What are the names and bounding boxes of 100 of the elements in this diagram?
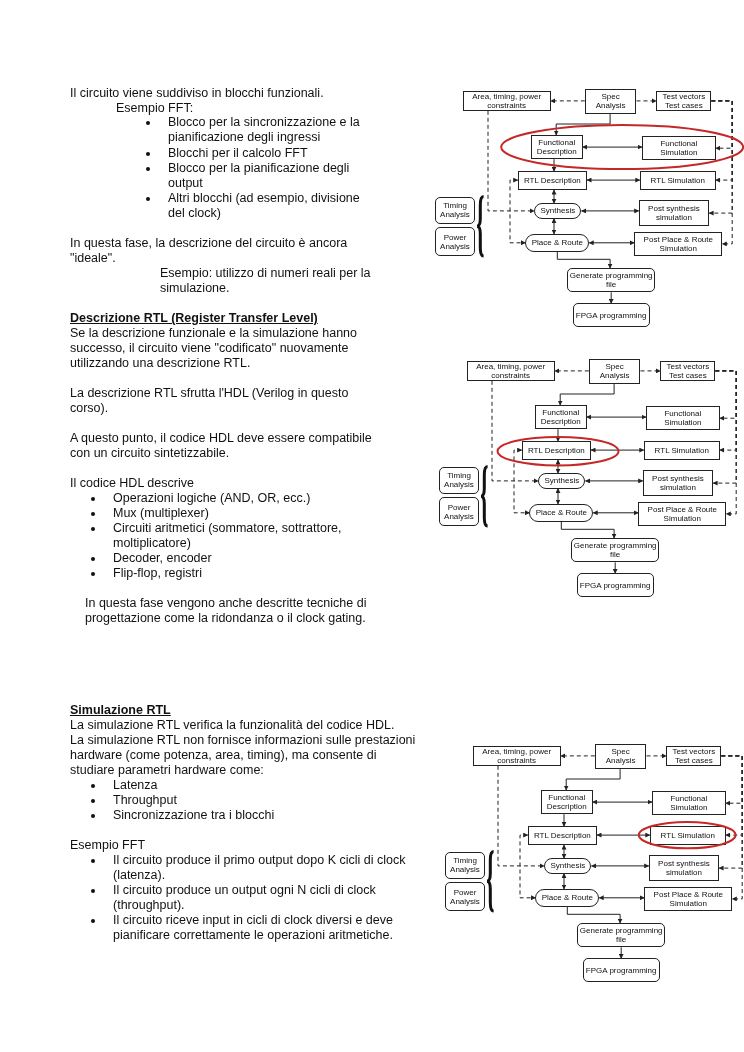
list-item: Il circuito riceve input in cicli di clock diversi e deve pianificare correttamente le operazioni aritmetiche.: [113, 913, 394, 943]
arrow: [560, 521, 617, 539]
arrow: [513, 447, 530, 516]
arrow: [598, 895, 645, 901]
arrow: [592, 799, 653, 805]
arrow: [720, 755, 743, 902]
arrow: [586, 177, 641, 183]
arrow: [585, 478, 644, 484]
arrow: [561, 873, 567, 890]
paragraph: Esempio FFT:: [116, 101, 195, 116]
arrow: [519, 832, 536, 901]
process-box: Functional Description: [534, 405, 587, 430]
arrow: [640, 368, 661, 374]
process-box: Post Place & Route Simulation: [644, 886, 733, 911]
process-box: Post synthesis simulation: [648, 854, 720, 882]
arrow: [710, 100, 733, 247]
process-box: Spec Analysis: [594, 743, 647, 770]
list-item: Circuiti aritmetici (sommatore, sottrattore, moltiplicatore): [113, 521, 343, 551]
arrow: [582, 144, 643, 150]
arrow: [553, 113, 611, 136]
arrow: [566, 906, 623, 924]
list-item: Throughput: [113, 793, 178, 808]
paragraph: La simulazione RTL non fornisce informazioni sulle prestazioni hardware (come potenza, area, timing), ma consente di studiare parametri hardware come:: [70, 733, 417, 778]
paragraph: La simulazione RTL verifica la funzionalità del codice HDL.: [70, 718, 396, 733]
terminal-pill: Place & Route: [535, 889, 600, 907]
arrow: [555, 459, 561, 474]
process-box: RTL Description: [521, 441, 591, 460]
process-box: RTL Simulation: [649, 826, 726, 845]
rounded-box: Power Analysis: [445, 882, 485, 911]
process-box: RTL Description: [517, 171, 587, 190]
paragraph: Il codice HDL descrive: [70, 476, 195, 491]
process-box: Functional Description: [530, 135, 583, 160]
process-box: Area, timing, power constraints: [462, 91, 551, 111]
arrow: [646, 753, 667, 759]
process-box: Test vectors Test cases: [666, 746, 722, 766]
arrow: [560, 753, 596, 759]
process-box: Test vectors Test cases: [660, 361, 716, 381]
process-box: Post synthesis simulation: [638, 199, 710, 227]
arrow: [509, 177, 526, 246]
process-box: Post Place & Route Simulation: [634, 231, 723, 256]
rounded-box: FPGA programming: [576, 573, 654, 598]
list-item: Blocco per la sincronizzazione e la pianificazione degli ingressi: [168, 115, 361, 145]
arrow: [497, 765, 545, 869]
process-box: RTL Description: [527, 826, 597, 845]
paragraph: Il circuito viene suddiviso in blocchi funzionali.: [70, 86, 325, 101]
arrow: [636, 98, 657, 104]
arrow: [581, 208, 640, 214]
arrow: [563, 768, 621, 791]
arrow: [608, 291, 614, 304]
process-box: Functional Simulation: [652, 791, 726, 816]
arrow: [551, 158, 557, 172]
paragraph: In questa fase vengono anche descritte tecniche di progettazione come la ridondanza o il clock gating.: [85, 596, 368, 626]
list-item: Mux (multiplexer): [113, 506, 210, 521]
rounded-box: FPGA programming: [572, 303, 650, 328]
arrow: [612, 561, 618, 574]
arrow: [557, 383, 615, 406]
arrow: [550, 98, 586, 104]
arrow: [588, 240, 635, 246]
rounded-box: Timing Analysis: [445, 851, 485, 880]
process-box: Spec Analysis: [584, 88, 637, 115]
list-item: Il circuito produce un output ogni N cicli di clock (throughput).: [113, 883, 377, 913]
paragraph: La descrizione RTL sfrutta l'HDL (Verilog in questo corso).: [70, 386, 350, 416]
paragraph: In questa fase, la descrizione del circuito è ancora "ideale".: [70, 236, 349, 266]
arrow: [586, 414, 647, 420]
section-heading: Simulazione RTL: [70, 703, 171, 718]
arrow: [590, 447, 645, 453]
process-box: Area, timing, power constraints: [472, 746, 561, 766]
list-item: Latenza: [113, 778, 159, 793]
list-item: Decoder, encoder: [113, 551, 213, 566]
paragraph: Esempio: utilizzo di numeri reali per la simulazione.: [160, 266, 372, 296]
rounded-box: Generate programming file: [571, 538, 660, 563]
process-box: Post synthesis simulation: [642, 469, 714, 497]
rounded-box: Power Analysis: [439, 497, 479, 526]
arrow: [561, 844, 567, 859]
terminal-pill: Synthesis: [544, 858, 592, 874]
arrow: [556, 251, 613, 269]
arrow: [561, 813, 567, 827]
process-box: RTL Simulation: [643, 441, 720, 460]
rounded-box: Timing Analysis: [439, 466, 479, 495]
paragraph: Esempio FFT: [70, 838, 146, 853]
process-box: Spec Analysis: [588, 358, 641, 385]
paragraph: A questo punto, il codice HDL deve essere compatibile con un circuito sintetizzabile.: [70, 431, 373, 461]
terminal-pill: Place & Route: [529, 504, 594, 522]
arrow: [551, 218, 557, 235]
rounded-box: Generate programming file: [577, 923, 666, 948]
process-box: Post Place & Route Simulation: [638, 501, 727, 526]
list-item: Blocco per la pianificazione degli output: [168, 161, 351, 191]
rounded-box: FPGA programming: [582, 958, 660, 983]
arrow: [491, 380, 539, 484]
terminal-pill: Place & Route: [525, 234, 590, 252]
process-box: Functional Simulation: [646, 406, 720, 431]
list-item: Il circuito produce il primo output dopo K cicli di clock (latenza).: [113, 853, 407, 883]
process-box: RTL Simulation: [639, 171, 716, 190]
process-box: Test vectors Test cases: [656, 91, 712, 111]
list-item: Operazioni logiche (AND, OR, ecc.): [113, 491, 312, 506]
list-item: Blocchi per il calcolo FFT: [168, 146, 309, 161]
process-box: Functional Simulation: [642, 136, 716, 161]
arrow: [592, 510, 639, 516]
arrow: [596, 832, 651, 838]
terminal-pill: Synthesis: [534, 203, 582, 219]
